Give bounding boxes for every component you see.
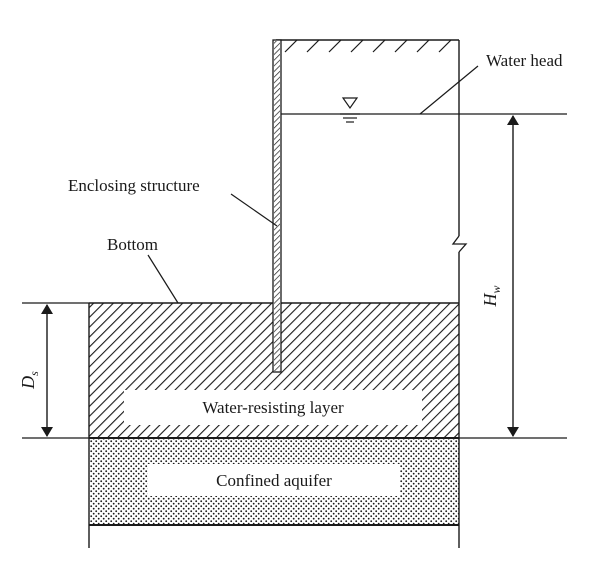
confined-aquifer-label: Confined aquifer	[216, 471, 332, 490]
enclosing-wall-hatch	[274, 41, 280, 371]
confined-aquifer-label-box	[148, 464, 400, 496]
water-resisting-layer-label: Water-resisting layer	[202, 398, 344, 417]
water-resisting-label-box	[124, 390, 422, 425]
bottom-label: Bottom	[107, 235, 158, 254]
ds-symbol: Ds	[18, 371, 41, 390]
ground-hatch-ticks	[284, 39, 452, 53]
water-level-symbol-icon	[340, 97, 360, 123]
enclosing-structure-leader	[230, 193, 278, 227]
hw-symbol: Hw	[480, 285, 503, 307]
water-head-label: Water head	[486, 51, 563, 70]
water-head-leader	[419, 65, 479, 115]
enclosing-structure-label: Enclosing structure	[68, 176, 200, 195]
break-symbol	[451, 235, 468, 253]
bottom-leader	[147, 254, 179, 304]
